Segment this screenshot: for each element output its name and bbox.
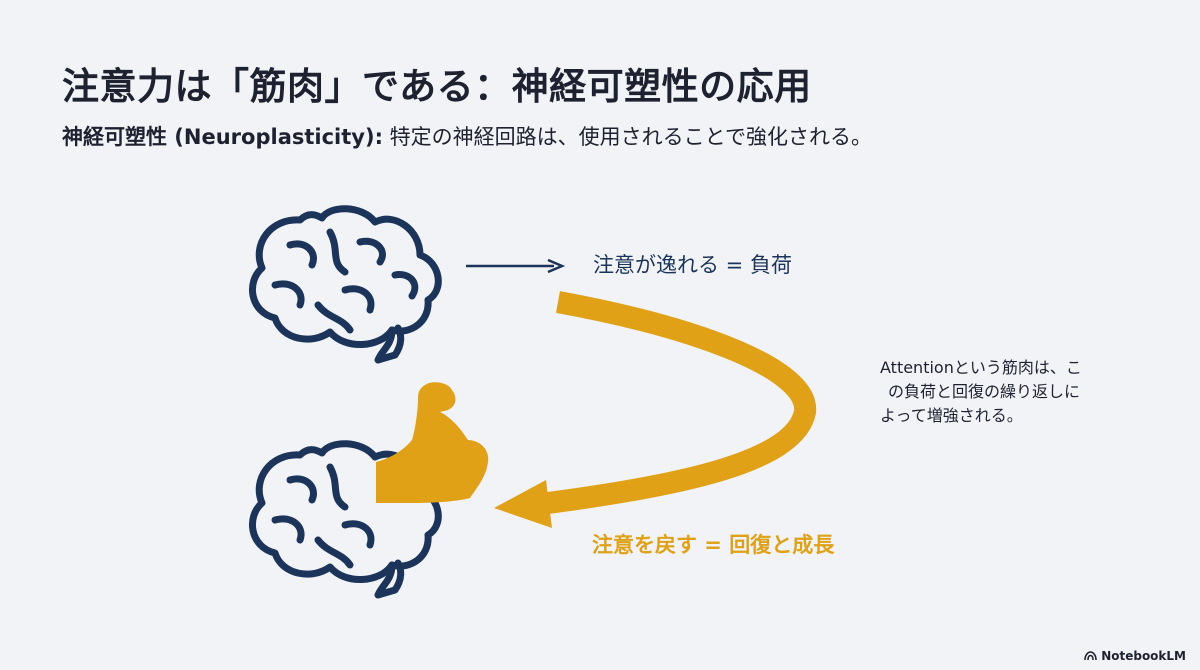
notebooklm-logo-icon: [1084, 651, 1097, 661]
subtitle-text: 特定の神経回路は、使用されることで強化される。: [389, 125, 873, 149]
slide-subtitle: 神経可塑性 (Neuroplasticity): 特定の神経回路は、使用されるこ…: [62, 121, 872, 151]
brain-icon: [249, 440, 442, 599]
brand-watermark: NotebookLM: [1084, 649, 1186, 663]
right-arrow-icon: [466, 258, 566, 274]
note-line: よって増強される。: [880, 406, 1023, 425]
brand-name: NotebookLM: [1101, 649, 1186, 663]
explanation-note: Attentionという筋肉は、こ の負荷と回復の繰り返しに よって増強される。: [880, 356, 1120, 428]
recover-label: 注意を戻す = 回復と成長: [592, 533, 835, 557]
note-line: の負荷と回復の繰り返しに: [888, 382, 1081, 401]
note-line: Attentionという筋肉は、こ: [880, 358, 1082, 377]
flexed-arm-icon: [376, 382, 489, 503]
slide-title: 注意力は「筋肉」である：神経可塑性の応用: [62, 65, 812, 108]
subtitle-term: 神経可塑性 (Neuroplasticity):: [62, 125, 383, 149]
brain-icon: [249, 205, 442, 364]
load-label: 注意が逸れる = 負荷: [593, 253, 792, 277]
curved-return-arrow-icon: [494, 291, 817, 528]
